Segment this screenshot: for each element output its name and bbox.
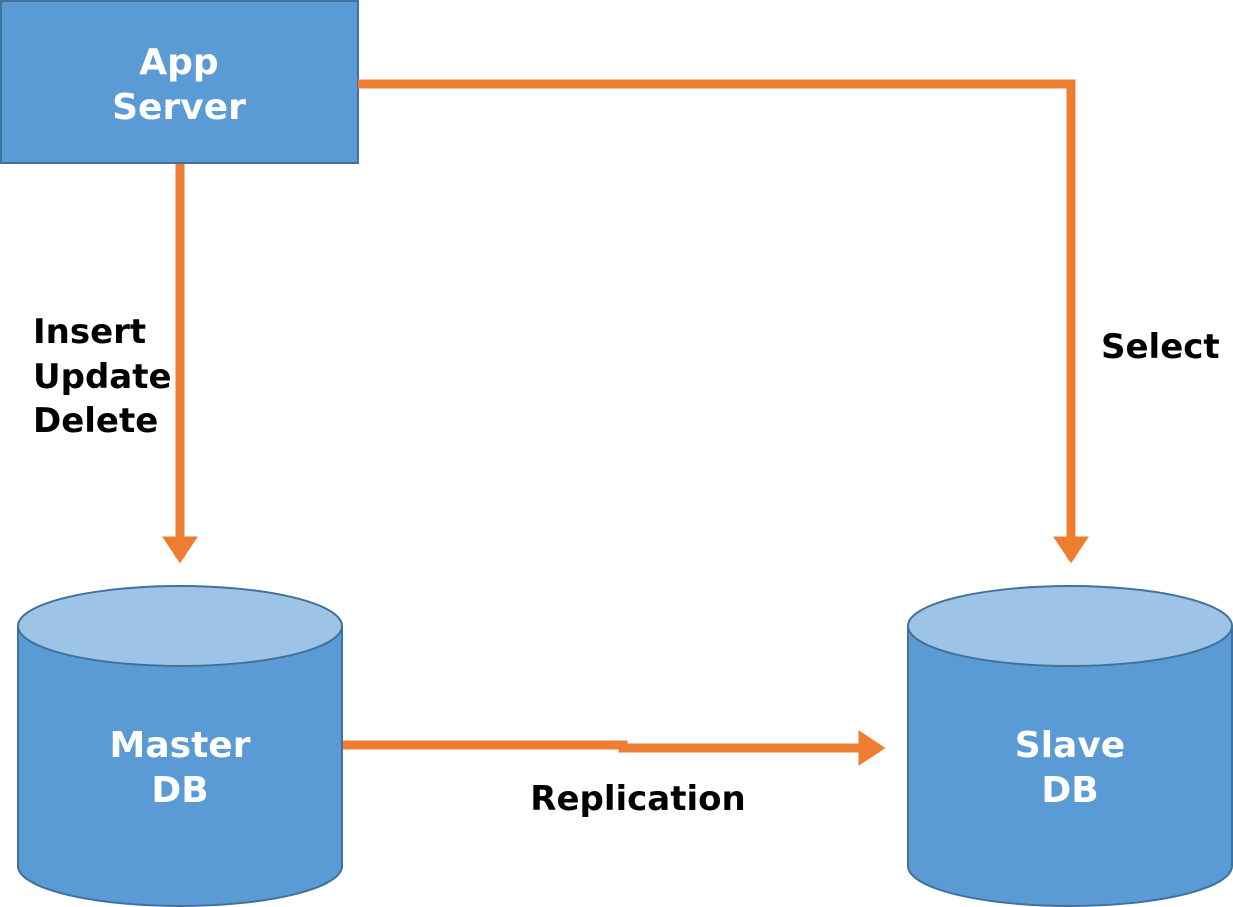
select-label: Select bbox=[1101, 327, 1220, 367]
write-operations-label: Insert Update Delete bbox=[33, 312, 172, 441]
write-label-insert: Insert bbox=[33, 312, 146, 352]
app-server-label-line1: App bbox=[139, 42, 218, 83]
slave-db-top bbox=[907, 585, 1233, 667]
master-db-top bbox=[17, 585, 343, 667]
app-server-label-line2: Server bbox=[112, 87, 246, 128]
write-label-update: Update bbox=[33, 357, 172, 397]
read-arrow-line bbox=[358, 79, 1089, 564]
slave-db-body bbox=[907, 625, 1233, 907]
master-db-node: Master DB bbox=[17, 585, 343, 907]
slave-db-node: Slave DB bbox=[907, 585, 1233, 907]
app-server-box bbox=[0, 0, 359, 164]
master-db-label-line2: DB bbox=[151, 770, 208, 811]
slave-db-label-line2: DB bbox=[1041, 770, 1098, 811]
master-db-label-line1: Master bbox=[110, 725, 251, 766]
app-server-node: App Server bbox=[0, 0, 359, 164]
replication-arrow-line bbox=[343, 730, 886, 766]
slave-db-label-line1: Slave bbox=[1015, 725, 1125, 766]
write-label-delete: Delete bbox=[33, 401, 158, 441]
read-arrow bbox=[358, 79, 1089, 564]
replication-label: Replication bbox=[530, 779, 745, 819]
master-db-body bbox=[17, 625, 343, 907]
replication-arrow bbox=[343, 730, 886, 766]
